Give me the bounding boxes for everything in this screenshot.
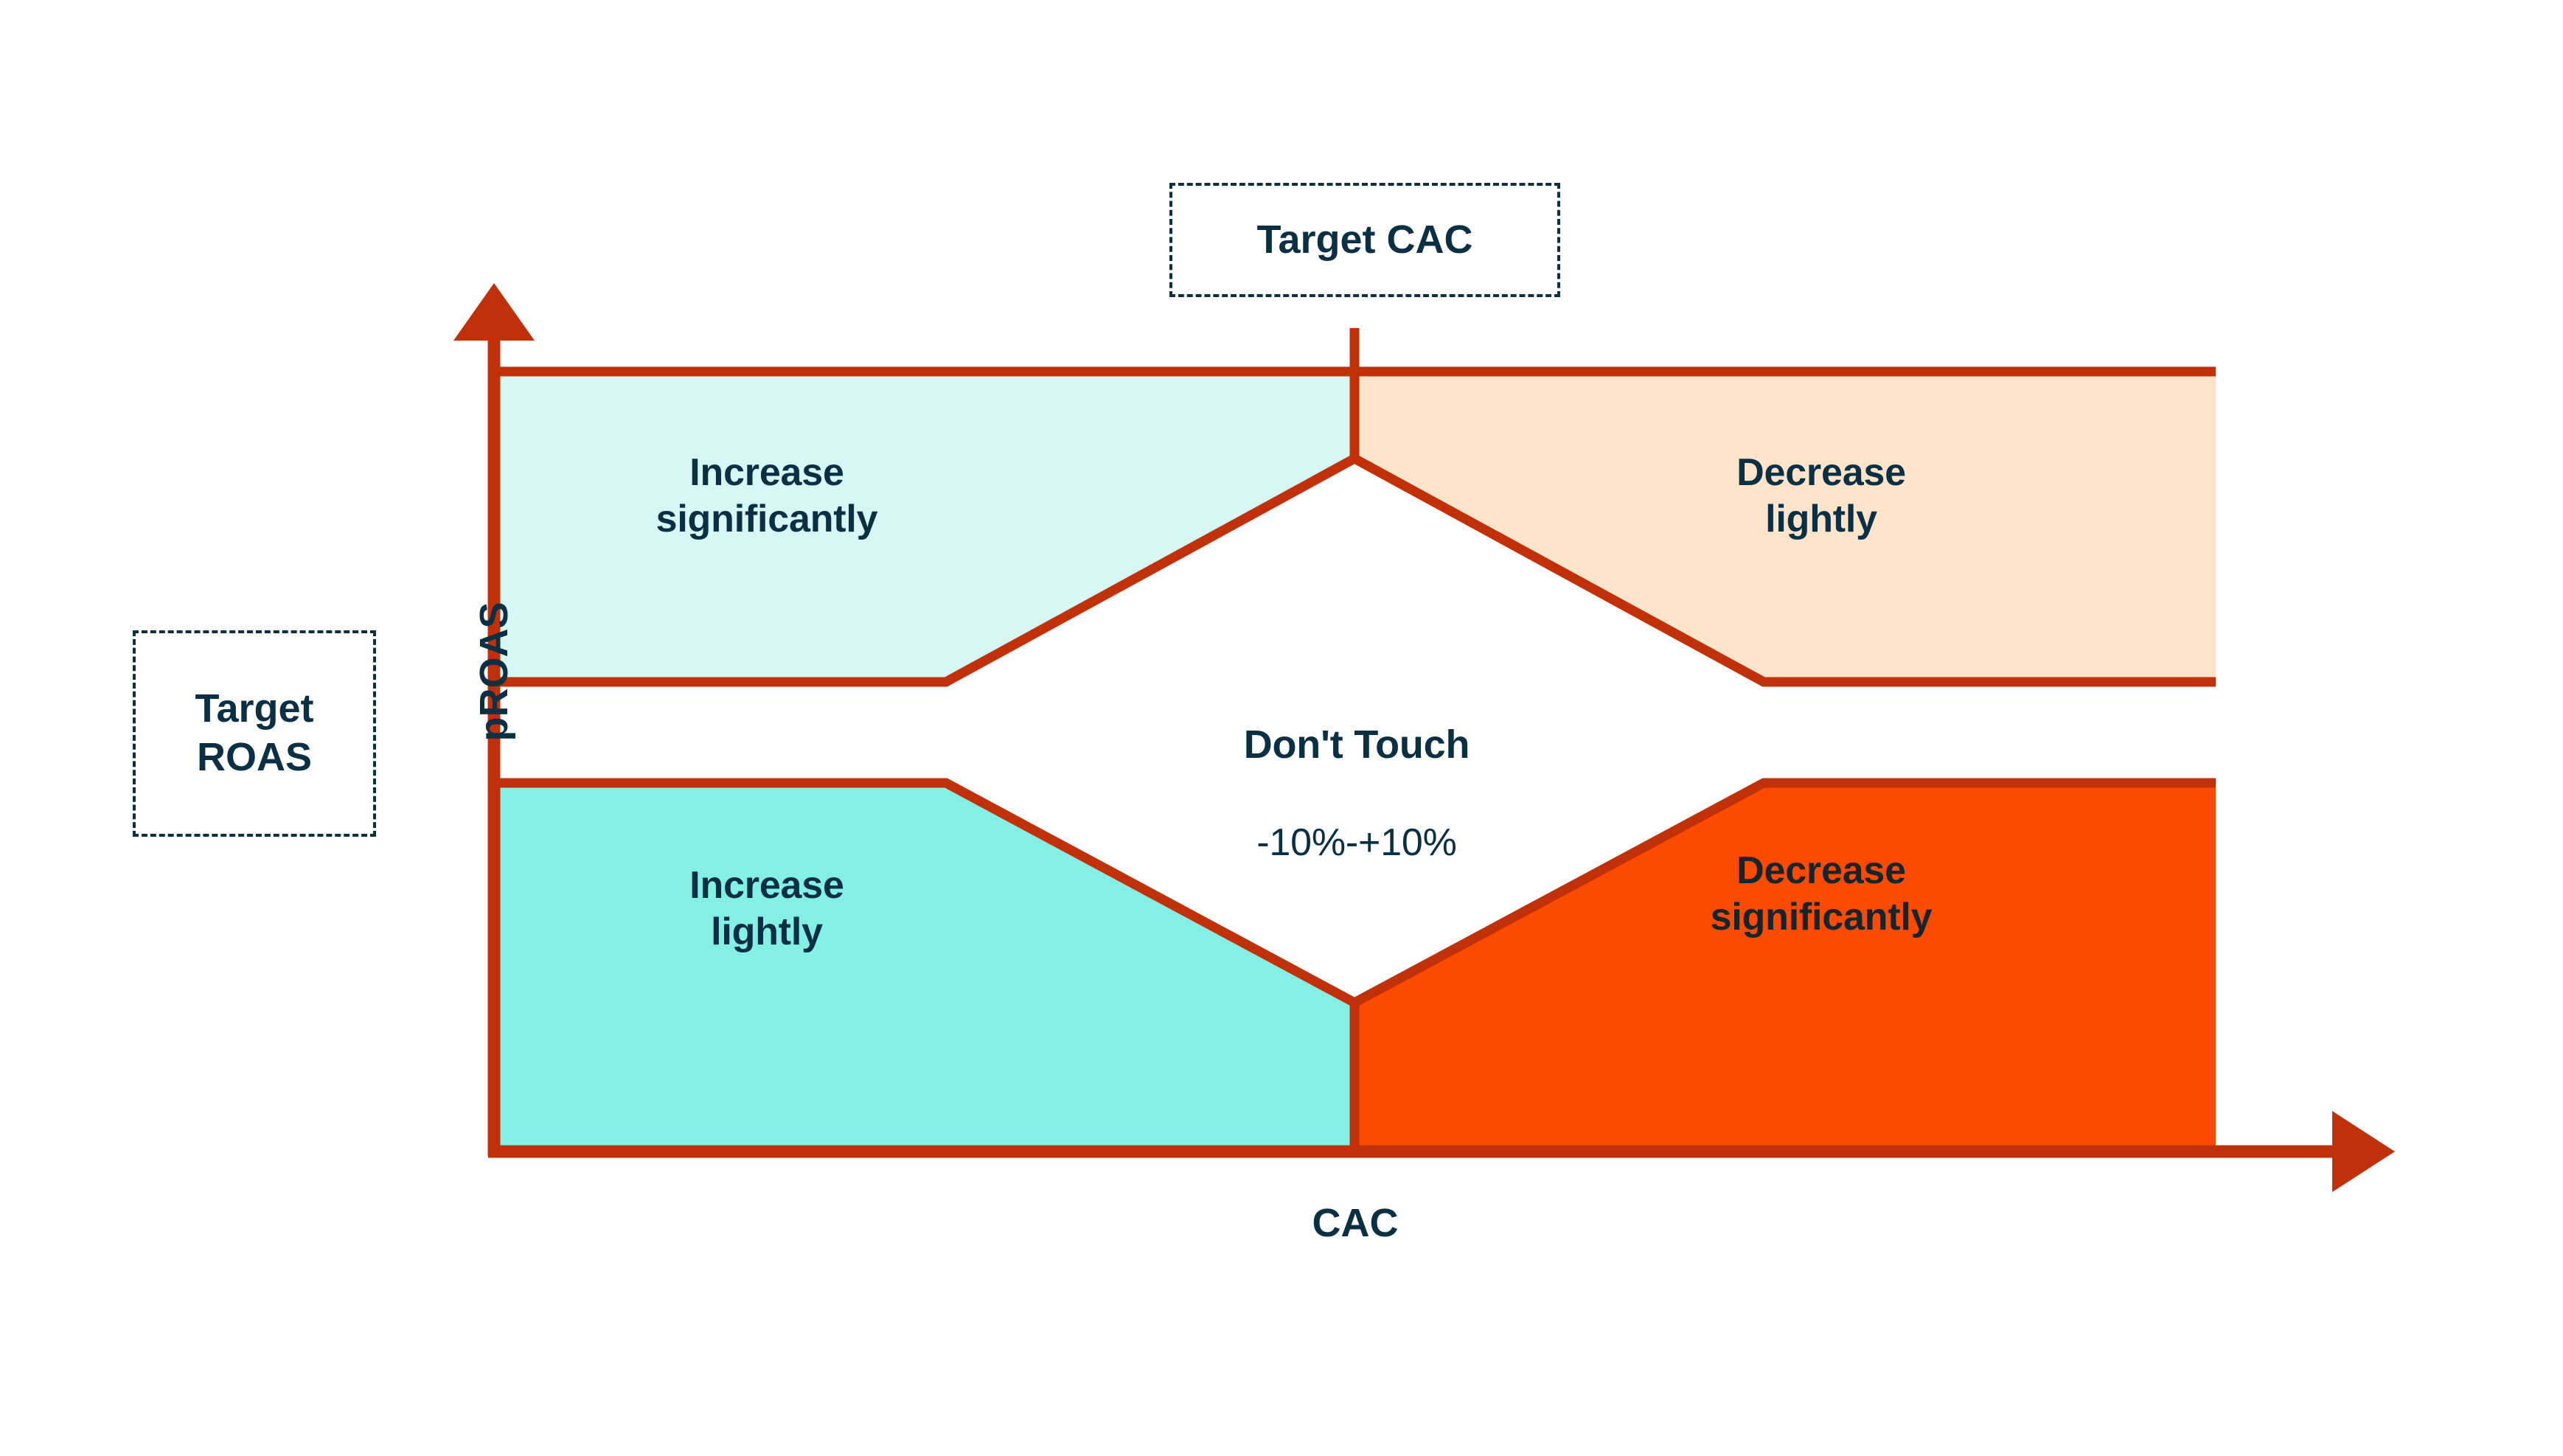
zone-label-increase-lightly: Increase lightly — [689, 864, 844, 954]
y-axis-arrow-icon — [453, 283, 535, 341]
target-cac-label: Target CAC — [1256, 217, 1473, 262]
dont-touch-range: -10%-+10% — [1256, 821, 1457, 864]
zone-shape-increase-significantly — [494, 372, 1354, 682]
x-axis-title: CAC — [1312, 1201, 1399, 1245]
x-axis-arrow-icon — [2332, 1111, 2395, 1192]
target-roas-callout: Target ROAS — [133, 630, 376, 837]
zone-shape-decrease-lightly — [1354, 372, 2216, 682]
zone-label-decrease-significantly: Decrease significantly — [1710, 849, 1933, 939]
zone-label-increase-significantly: Increase significantly — [655, 451, 878, 541]
zone-label-dont-touch: Don't Touch -10%-+10% — [1136, 675, 1578, 913]
zone-shape-decrease-significantly — [1354, 783, 2216, 1152]
dont-touch-title: Don't Touch — [1243, 722, 1470, 767]
zone-label-decrease-lightly: Decrease lightly — [1736, 451, 1906, 541]
y-axis-title: pROAS — [472, 602, 516, 742]
zone-shape-increase-lightly — [494, 783, 1354, 1152]
target-roas-label: Target ROAS — [195, 686, 314, 779]
target-cac-callout: Target CAC — [1169, 183, 1560, 297]
